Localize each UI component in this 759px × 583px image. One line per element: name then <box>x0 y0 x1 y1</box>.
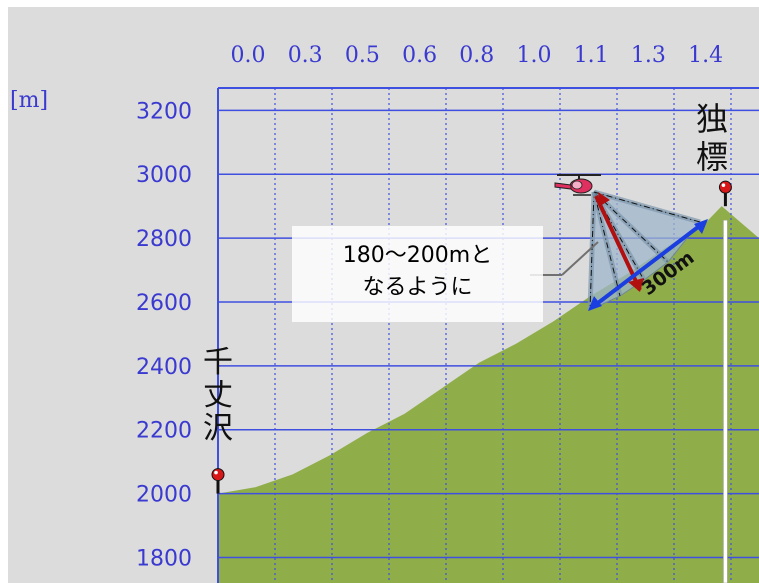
marker-pin <box>216 477 220 494</box>
x-tick-label: 0.3 <box>288 43 323 68</box>
y-tick-label: 1800 <box>136 546 192 571</box>
x-tick-label: 0.5 <box>345 43 380 68</box>
y-axis-unit-label: [m] <box>10 88 49 113</box>
marker-head <box>718 180 732 194</box>
height-arrow-head-top <box>598 192 610 206</box>
terrain-area <box>218 206 759 583</box>
x-tick-label: 1.4 <box>688 43 723 68</box>
start-point-label-char: 丈 <box>203 378 233 413</box>
y-tick-label: 3000 <box>136 163 192 188</box>
distance-arrow-shaft <box>592 222 704 308</box>
callout-leader-diag <box>561 241 599 276</box>
survey-beam-centerline <box>593 191 669 263</box>
x-tick-label: 0.0 <box>231 43 266 68</box>
y-tick-label: 2400 <box>136 355 192 380</box>
summit-vertical-line <box>723 219 728 583</box>
distance-arrow-head-end <box>694 219 708 234</box>
x-tick-label: 1.0 <box>517 43 552 68</box>
helicopter-tail <box>554 182 572 190</box>
marker-pin <box>723 190 727 207</box>
survey-beam-centerline <box>593 191 621 297</box>
x-tick-label: 0.8 <box>459 43 494 68</box>
x-tick-label: 0.6 <box>402 43 437 68</box>
y-tick-label: 2800 <box>136 227 192 252</box>
callout-line-1: 180〜200mと <box>342 243 493 268</box>
y-tick-label: 2200 <box>136 419 192 444</box>
helicopter-cockpit <box>571 180 583 190</box>
callout-text: 180〜200mと なるように <box>292 240 543 304</box>
distance-arrow-head-start <box>588 296 602 311</box>
survey-beam-centerline <box>593 191 701 223</box>
helicopter-icon <box>554 174 601 196</box>
location-marker-icon <box>718 180 732 207</box>
x-tick-label: 1.1 <box>574 43 609 68</box>
callout-line-2: なるように <box>362 275 473 300</box>
height-arrow-head-bottom <box>628 278 644 292</box>
y-tick-label: 3200 <box>136 99 192 124</box>
marker-head <box>211 468 225 482</box>
y-tick-label: 2000 <box>136 483 192 508</box>
start-point-label-char: 千 <box>203 345 233 380</box>
location-marker-icon <box>211 468 225 494</box>
survey-beam <box>587 191 597 311</box>
marker-shine <box>214 470 218 475</box>
callout-box: 180〜200mと なるように <box>292 226 543 322</box>
y-tick-label: 2600 <box>136 291 192 316</box>
x-tick-label: 1.3 <box>631 43 666 68</box>
end-point-label-char: 標 <box>696 138 728 176</box>
start-point-label-char: 沢 <box>203 411 233 446</box>
end-point-label-char: 独 <box>696 100 728 138</box>
marker-shine <box>721 183 726 187</box>
